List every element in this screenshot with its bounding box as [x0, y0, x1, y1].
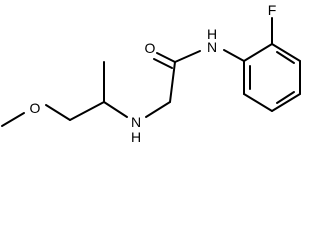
bond-carbonyl-double-1 [156, 52, 176, 63]
ring-bond-c2-c3 [271, 43, 301, 62]
chemical-structure: O N H N H O F [1, 2, 301, 145]
bond-carbonyl-amide-nitrogen [174, 50, 201, 63]
amine-nitrogen-label: N [131, 114, 141, 130]
ring-bond-c1-c2 [243, 43, 273, 62]
bond-ch2-ch [69, 101, 105, 121]
ring-inner-bond-2 [276, 91, 295, 104]
fluorine-label: F [268, 2, 277, 18]
ring-inner-bond-1 [276, 51, 295, 64]
amine-hydrogen-label: H [131, 129, 141, 145]
bond-amide-nitrogen-ring [223, 49, 245, 62]
bond-ch2-carbonyl-carbon [169, 61, 176, 103]
amide-hydrogen-label: H [207, 26, 217, 42]
bond-carbonyl-double-2 [153, 58, 173, 69]
ether-oxygen-label: O [30, 100, 41, 116]
bond-ether-oxygen-ch2 [45, 104, 71, 121]
bond-methyl-ether-oxygen [1, 112, 25, 127]
bond-amine-nitrogen-ch2 [145, 101, 171, 118]
carbonyl-oxygen-label: O [145, 40, 156, 56]
ring-bond-c5-c6 [243, 93, 273, 112]
amide-nitrogen-label: N [207, 39, 217, 55]
bond-ch-amine-nitrogen [103, 101, 128, 118]
ring-bond-c4-c5 [271, 93, 301, 112]
